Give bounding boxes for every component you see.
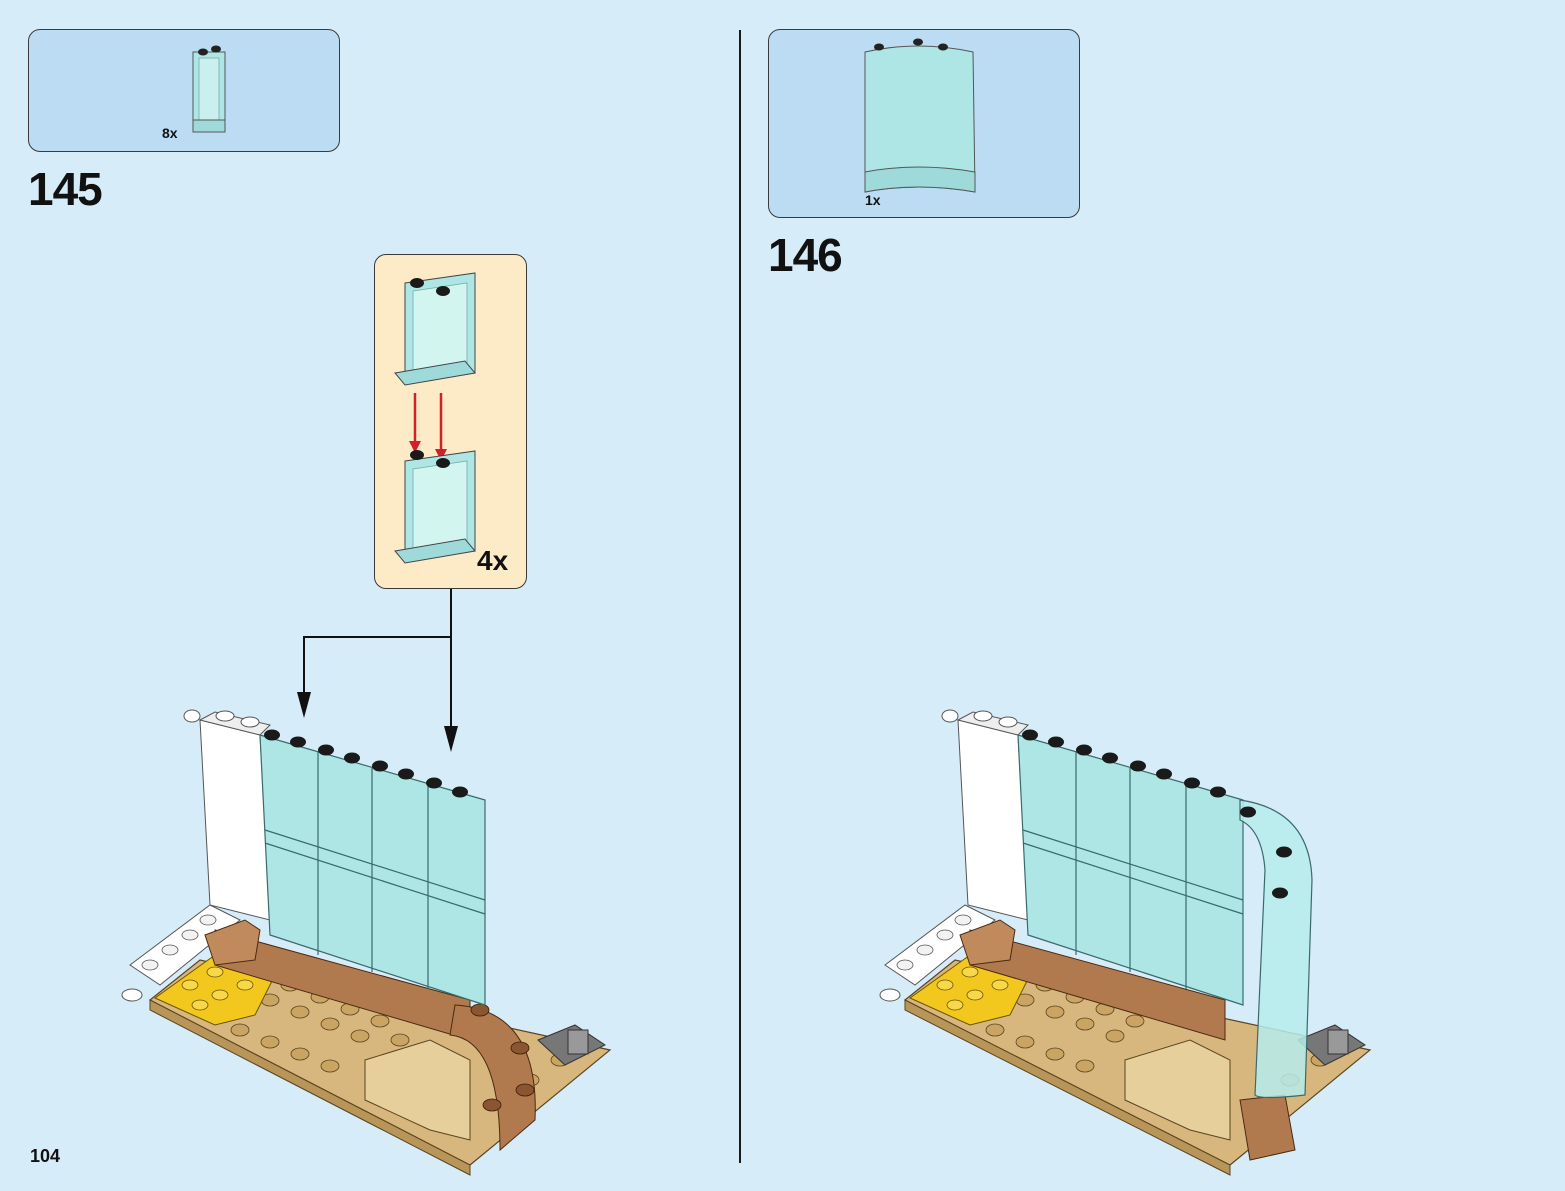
curved-glass-part-icon: [864, 38, 976, 193]
subassembly-callout: 4x: [374, 254, 527, 589]
step-146-part-qty: 1x: [865, 192, 881, 208]
step-146-parts-box: 1x: [768, 29, 1080, 218]
subassembly-illustration: [394, 272, 476, 564]
page-divider: [739, 30, 741, 1163]
page-number: 104: [30, 1146, 61, 1166]
red-arrows: [409, 393, 447, 461]
step-145-parts-box: 8x: [28, 29, 340, 152]
glass-panel-part-icon: [192, 45, 226, 133]
step-145-part-qty: 8x: [162, 125, 178, 141]
subassembly-qty: 4x: [477, 545, 509, 576]
step-145-number: 145: [28, 163, 103, 215]
step-146-number: 146: [768, 229, 843, 281]
